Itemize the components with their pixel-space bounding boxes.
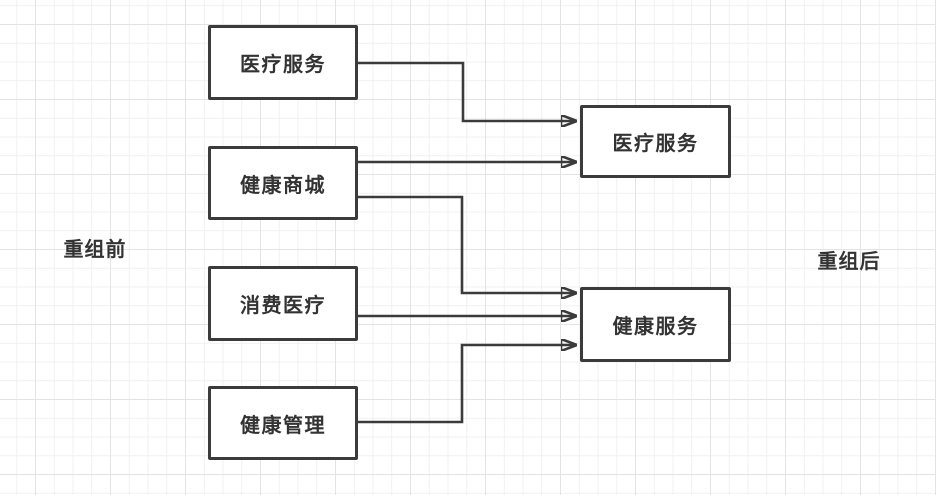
node-before-health-mall: 健康商城 <box>208 146 358 220</box>
node-before-health-management: 健康管理 <box>208 386 358 460</box>
edge-medical-services-to-medical-services <box>358 61 576 121</box>
node-label: 健康商城 <box>240 172 326 197</box>
before-reorg-label: 重组前 <box>63 237 127 261</box>
node-label: 健康管理 <box>240 412 326 437</box>
node-label: 医疗服务 <box>240 52 326 76</box>
edge-health-mall-to-health-services <box>358 195 576 293</box>
node-label: 医疗服务 <box>612 131 699 155</box>
node-after-medical-services: 医疗服务 <box>580 105 731 178</box>
edge-health-management-to-health-services <box>358 345 576 424</box>
node-before-consumer-medical: 消费医疗 <box>208 266 358 341</box>
after-reorg-label: 重组后 <box>817 249 881 273</box>
node-after-health-services: 健康服务 <box>580 287 731 362</box>
node-before-medical-services: 医疗服务 <box>208 25 358 100</box>
node-label: 健康服务 <box>612 314 699 338</box>
node-label: 消费医疗 <box>240 293 326 317</box>
